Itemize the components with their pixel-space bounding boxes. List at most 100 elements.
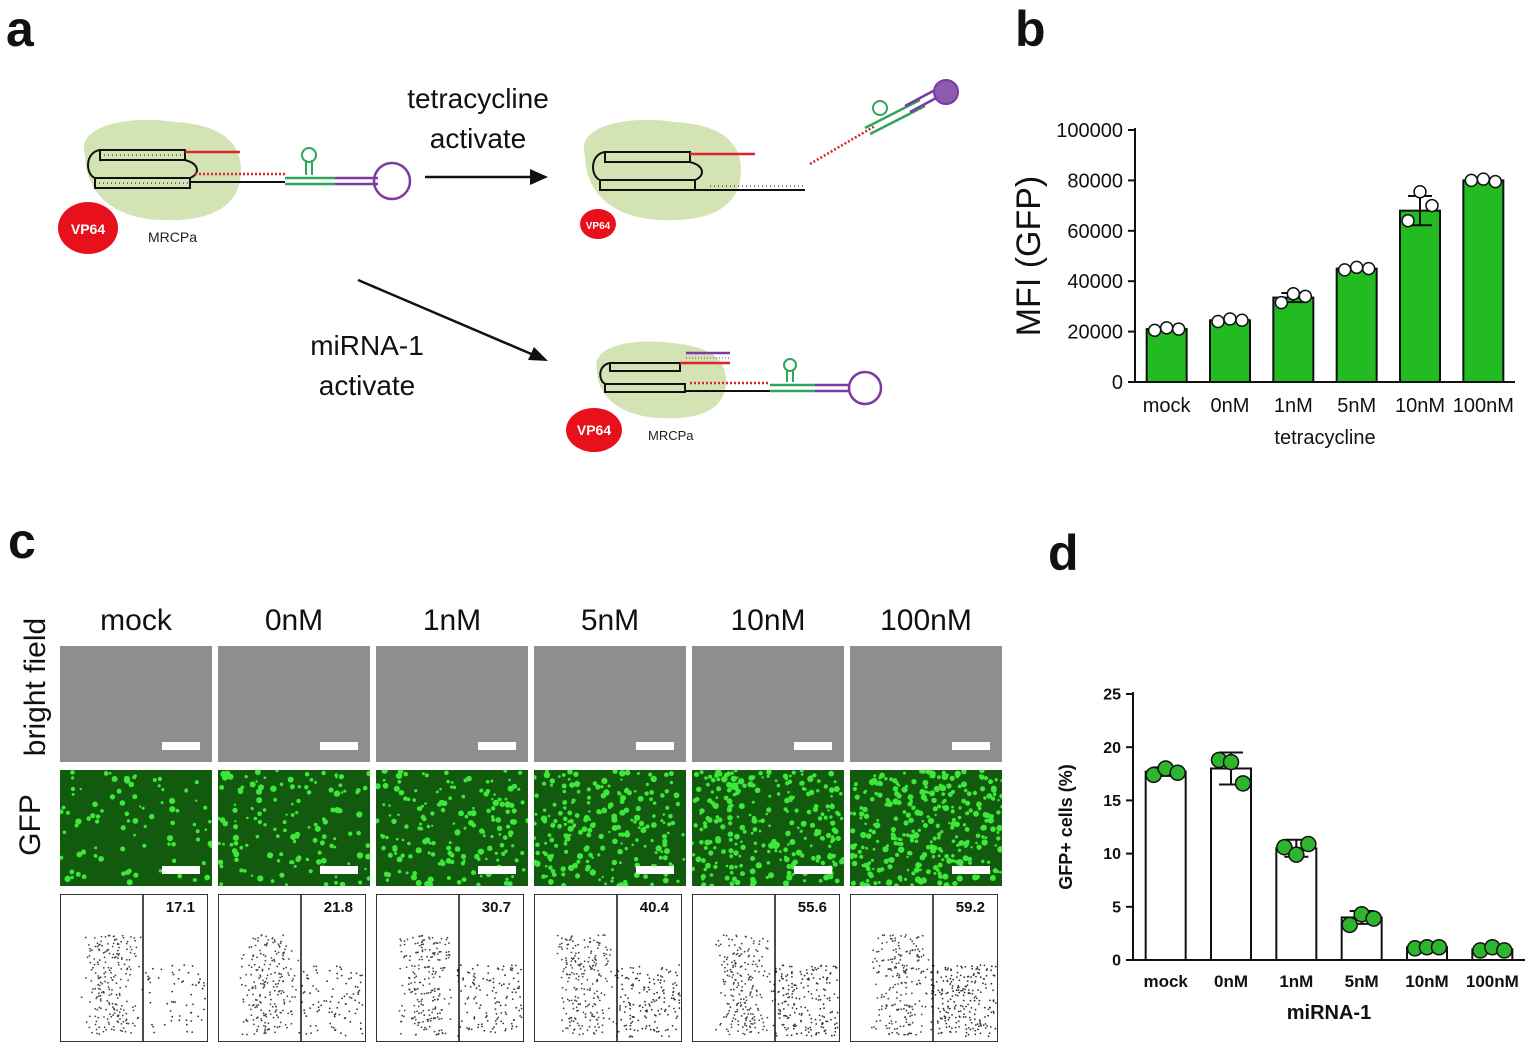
x-category-label: 5nM [1337, 395, 1376, 417]
tetracycline-activate-label: activate [430, 123, 527, 154]
x-category-label: 1nM [1274, 395, 1313, 417]
x-category-label: 10nM [1405, 972, 1448, 991]
x-category-label: 0nM [1211, 395, 1250, 417]
y-tick-label: 100000 [1056, 120, 1123, 142]
vp64-blob [58, 202, 118, 254]
flow-cytometry-plot: 17.1 [60, 894, 208, 1042]
row-label-gfp: GFP [14, 794, 47, 856]
data-point [1171, 322, 1186, 336]
data-point [1288, 846, 1305, 863]
bright-field-image [850, 646, 1002, 762]
panel-a-schematic: VP64 MRCPa tetracycline activate VP64 [0, 60, 1000, 480]
x-category-label: mock [1143, 972, 1188, 991]
flow-cytometry-plot: 30.7 [376, 894, 524, 1042]
tetracycline-label: tetracycline [407, 83, 549, 114]
arrow-mirna [357, 278, 537, 358]
gfp-image [692, 770, 844, 886]
bright-field-image [60, 646, 212, 762]
gate-percent: 17.1 [165, 899, 195, 916]
gfp-cells [534, 770, 686, 886]
y-tick-label: 20000 [1067, 322, 1123, 344]
mirna-activate-label: activate [319, 370, 416, 401]
bar [1275, 847, 1318, 961]
flow-scatter [239, 895, 364, 1041]
flow-cytometry-plot: 21.8 [218, 894, 366, 1042]
bar [1209, 319, 1251, 383]
data-point [1464, 173, 1479, 188]
gate-percent: 21.8 [323, 899, 353, 916]
data-point [1159, 321, 1174, 335]
panel-letter-d: d [1048, 525, 1079, 581]
x-category-label: mock [1143, 395, 1192, 417]
column-header: mock [100, 604, 172, 637]
data-point [1349, 260, 1364, 275]
data-point [1147, 323, 1162, 338]
gate-percent: 30.7 [481, 899, 511, 916]
gfp-image [218, 770, 370, 886]
flow-scatter [556, 895, 681, 1041]
scale-bar [952, 742, 990, 750]
data-point [1222, 753, 1240, 771]
gfp-image [850, 770, 1002, 886]
flow-scatter [398, 895, 523, 1041]
x-axis-title: tetracycline [1274, 427, 1375, 449]
bar [1210, 767, 1252, 962]
gate-percent: 55.6 [797, 899, 827, 916]
y-tick-label: 20 [1103, 740, 1121, 757]
y-tick-label: 5 [1112, 899, 1121, 916]
panel-letter-c: c [8, 513, 36, 569]
data-point [1276, 838, 1293, 856]
y-tick-label: 15 [1103, 793, 1121, 810]
column-header: 100nM [880, 604, 972, 637]
y-axis-title: MFI (GFP) [1010, 176, 1048, 337]
scale-bar [952, 866, 990, 874]
bar [1144, 770, 1187, 961]
mrcpa-complex-initial: VP64 MRCPa [58, 119, 412, 254]
data-point [1300, 835, 1317, 853]
panel-letter-b: b [1015, 1, 1046, 57]
data-point [1298, 289, 1313, 304]
data-point [1223, 312, 1237, 326]
data-point [1169, 764, 1186, 781]
flow-scatter [715, 895, 839, 1041]
column-header: 5nM [580, 604, 640, 637]
data-point [1234, 775, 1252, 792]
gfp-cells [692, 770, 844, 886]
scale-bar [320, 866, 358, 874]
svg-text:VP64: VP64 [577, 422, 611, 438]
scale-bar [162, 866, 200, 874]
panel-letter-a: a [6, 1, 34, 57]
x-category-label: 100nM [1453, 395, 1514, 417]
scale-bar [478, 866, 516, 874]
mirna-label: miRNA-1 [310, 330, 424, 361]
y-tick-label: 10 [1103, 846, 1121, 863]
gfp-image [376, 770, 528, 886]
data-point [1430, 938, 1448, 956]
gate-percent: 40.4 [639, 899, 669, 916]
y-tick-label: 25 [1103, 687, 1121, 704]
data-point [1476, 172, 1491, 186]
mrcpa-complex-released: VP64 [580, 79, 959, 239]
schematic-diagram: VP64 MRCPa tetracycline activate VP64 [58, 79, 959, 452]
data-point [1361, 261, 1376, 276]
scale-bar [794, 742, 832, 750]
row-label-bright-field: bright field [19, 617, 52, 757]
x-category-label: 10nM [1395, 395, 1445, 417]
gfp-cells [60, 770, 212, 886]
data-point [1413, 184, 1427, 199]
data-point [1341, 916, 1358, 934]
flow-cytometry-plot: 59.2 [850, 894, 998, 1042]
x-category-label: 0nM [1214, 972, 1248, 991]
svg-text:MRCPa: MRCPa [648, 428, 694, 443]
bright-field-image [534, 646, 686, 762]
data-point [1274, 295, 1289, 310]
scale-bar [636, 866, 674, 874]
bar [1399, 209, 1441, 383]
flow-cytometry-plot: 40.4 [534, 894, 682, 1042]
flow-scatter [80, 895, 206, 1041]
bar [1462, 179, 1505, 384]
mrcpa-label: MRCPa [148, 229, 197, 245]
data-point [1286, 287, 1301, 301]
gfp-cells [376, 770, 528, 886]
